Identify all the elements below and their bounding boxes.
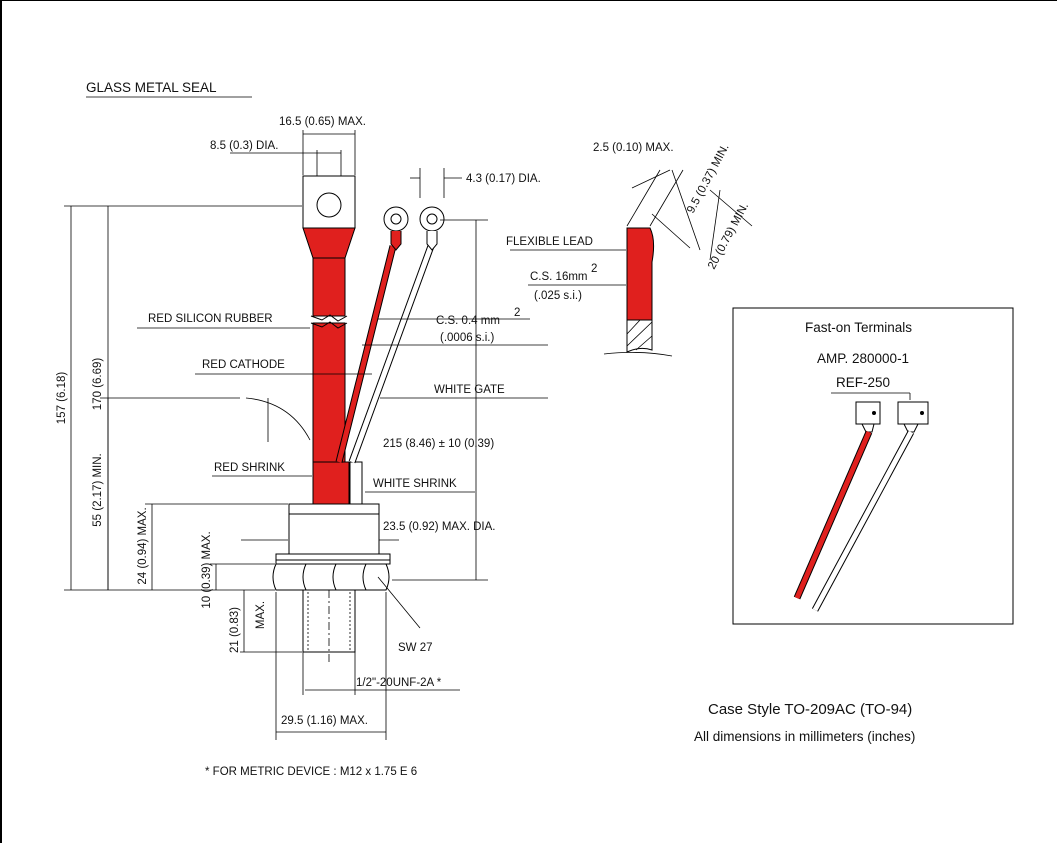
cs-16-label: C.S. 16mm [530, 271, 588, 283]
dim-21: 21 (0.83) [229, 607, 241, 653]
red-cable-upper [312, 257, 346, 317]
metric-note: * FOR METRIC DEVICE : M12 x 1.75 E 6 [205, 766, 417, 778]
units-note: All dimensions in millimeters (inches) [694, 729, 915, 744]
white-gate-label: WHITE GATE [434, 384, 505, 396]
thread-spec: 1/2"-20UNF-2A * [356, 677, 442, 689]
red-shrink-label: RED SHRINK [214, 462, 285, 474]
dim-55: 55 (2.17) MIN. [92, 453, 104, 527]
glass-metal-seal-label: GLASS METAL SEAL [86, 80, 217, 95]
cs-04-superscript: 2 [514, 307, 520, 319]
flexible-lead-label: FLEXIBLE LEAD [506, 236, 593, 248]
red-silicon-rubber-label: RED SILICON RUBBER [148, 313, 273, 325]
flexible-lead-detail [510, 169, 753, 357]
inset-red-lead [794, 431, 872, 599]
inset-part-number: AMP. 280000-1 [817, 351, 909, 366]
red-shrink [312, 461, 350, 505]
cs-04-si-label: (.0006 s.i.) [440, 332, 494, 344]
inset-frame [732, 307, 1014, 625]
dim-16-5: 16.5 (0.65) MAX. [279, 116, 366, 128]
dim-157: 157 (6.18) [56, 372, 68, 425]
inset-white-lead [812, 430, 914, 612]
housing-cap [288, 503, 380, 515]
dim-21-max: MAX. [255, 601, 267, 629]
dimension-lines [64, 130, 548, 740]
device-body [272, 175, 445, 664]
terminal-hole [316, 192, 342, 218]
dim-2-5: 2.5 (0.10) MAX. [593, 142, 674, 154]
red-cathode-label: RED CATHODE [202, 359, 285, 371]
sw27-label: SW 27 [398, 642, 433, 654]
dim-23-5: 23.5 (0.92) MAX. DIA. [383, 521, 496, 533]
white-shrink [349, 461, 363, 505]
dim-20: 20 (0.79) MIN. [706, 201, 751, 272]
dim-8-5: 8.5 (0.3) DIA. [210, 140, 278, 152]
dim-4-3: 4.3 (0.17) DIA. [466, 173, 541, 185]
cs-04-label: C.S. 0.4 mm [436, 315, 500, 327]
red-funnel [302, 227, 356, 259]
red-cathode-lead [336, 245, 396, 463]
hex-nut [272, 563, 390, 591]
fast-on-terminal-inset [732, 307, 1014, 625]
white-shrink-label: WHITE SHRINK [373, 478, 457, 490]
housing-body [288, 513, 380, 555]
case-style-caption: Case Style TO-209AC (TO-94) [708, 701, 912, 718]
text-labels: GLASS METAL SEAL 16.5 (0.65) MAX. 8.5 (0… [56, 80, 915, 778]
dim-9-5: 9.5 (0.37) MIN. [685, 142, 732, 215]
dim-170: 170 (6.69) [92, 358, 104, 411]
dim-29-5: 29.5 (1.16) MAX. [281, 715, 368, 727]
dim-10: 10 (0.39) MAX. [201, 531, 213, 608]
inset-title: Fast-on Terminals [805, 320, 912, 335]
inset-ref: REF-250 [836, 375, 890, 390]
white-gate-lead [349, 245, 434, 463]
cs-16-superscript: 2 [591, 263, 597, 275]
cs-16-si-label: (.025 s.i.) [534, 290, 582, 302]
dim-215: 215 (8.46) ± 10 (0.39) [383, 438, 494, 450]
dim-24: 24 (0.94) MAX. [137, 507, 149, 584]
terminal-block [302, 175, 356, 229]
